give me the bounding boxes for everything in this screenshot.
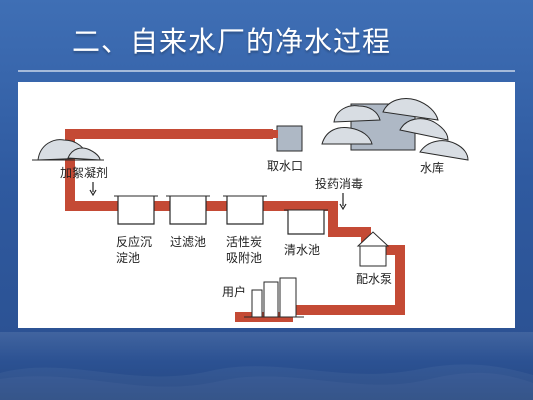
label-coagulant: 加絮凝剂 <box>60 165 108 180</box>
water-treatment-diagram: 加絮凝剂 取水口 水库 <box>32 98 469 322</box>
label-reservoir: 水库 <box>420 160 444 175</box>
tank-clear-water <box>287 210 325 235</box>
arrow-disinfect-head <box>339 203 347 211</box>
reservoir-tree-1 <box>333 105 381 123</box>
title-underline <box>18 70 515 72</box>
building-3 <box>279 277 297 318</box>
pipe-treatment-line <box>103 201 350 237</box>
label-disinfect: 投药消毒 <box>315 176 363 191</box>
building-2 <box>263 281 279 318</box>
intake-pipe-joint <box>268 130 278 138</box>
pump-house: 配水泵 <box>356 231 392 286</box>
bottom-wave-decoration <box>0 364 533 400</box>
label-clear-water: 清水池 <box>284 243 320 257</box>
intake-square <box>276 125 303 152</box>
wave-layer-1 <box>0 364 533 400</box>
label-filter: 过滤池 <box>170 235 206 249</box>
tank-reaction <box>117 196 155 225</box>
left-shrub <box>32 139 104 161</box>
intake-box: 取水口 <box>267 125 303 173</box>
reservoir: 水库 <box>321 98 469 175</box>
label-pump: 配水泵 <box>356 272 392 286</box>
arrow-coagulant-head <box>89 189 97 197</box>
treatment-tanks <box>114 195 328 235</box>
label-carbon-line2: 吸附池 <box>226 251 262 265</box>
pipe-top <box>65 129 273 149</box>
pipe-left-down <box>65 139 113 211</box>
reservoir-tree-2 <box>321 127 373 145</box>
building-1 <box>251 289 263 318</box>
reservoir-tree-5 <box>419 140 469 161</box>
tank-filter <box>169 196 207 225</box>
pump-body <box>359 245 387 267</box>
tank-carbon <box>226 196 264 225</box>
slide-title: 二、自来水厂的净水过程 <box>72 25 392 58</box>
label-reaction-line2: 淀池 <box>116 251 140 265</box>
label-intake: 取水口 <box>267 159 303 173</box>
reservoir-tree-4 <box>399 118 449 141</box>
label-reaction-line1: 反应沉 <box>116 234 152 249</box>
label-carbon-line1: 活性炭 <box>226 235 262 249</box>
bottom-decoration <box>0 332 533 400</box>
diagram-panel: 加絮凝剂 取水口 水库 <box>18 82 515 328</box>
reservoir-tree-3 <box>382 98 439 121</box>
user-buildings: 用户 <box>222 277 304 318</box>
shrub-left-b <box>67 147 101 161</box>
label-user: 用户 <box>222 284 246 299</box>
